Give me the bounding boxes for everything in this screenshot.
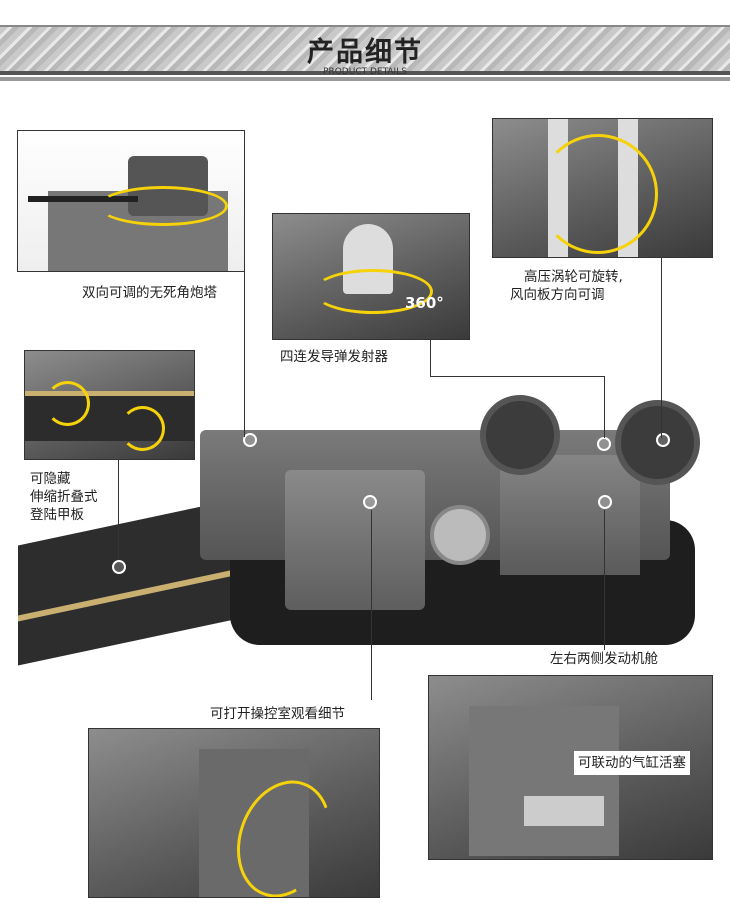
metal-plate-background [0, 25, 730, 81]
rotate-arrow-icon [313, 269, 433, 314]
ramp-label-line3: 登陆甲板 [30, 507, 84, 523]
cockpit-interior [199, 749, 309, 897]
ramp-detail-image [24, 350, 195, 460]
leader-line [604, 510, 605, 650]
hotspot-engine [598, 495, 612, 509]
leader-line [371, 510, 372, 700]
leader-line [244, 272, 245, 437]
rotate-arrow-icon [538, 134, 658, 254]
leader-line [604, 376, 605, 438]
header-banner: 产品细节 PRODUCT DETAILS [0, 0, 730, 95]
turbine-left [480, 395, 560, 475]
leader-line [430, 340, 431, 376]
turret-barrel [28, 196, 138, 202]
page-subtitle: PRODUCT DETAILS [323, 67, 407, 77]
leader-line [661, 258, 662, 438]
turret-label: 双向可调的无死角炮塔 [82, 285, 217, 301]
cable-reel [430, 505, 490, 565]
rotate-arrow-icon [120, 406, 165, 451]
angle-label: 360° [405, 294, 444, 312]
engine-housing [500, 455, 640, 575]
cockpit-detail-image [88, 728, 380, 898]
ramp-label-line2: 伸缩折叠式 [30, 489, 98, 505]
turret-detail-image [17, 130, 245, 272]
hotspot-turret [243, 433, 257, 447]
engine-block [469, 706, 619, 856]
cockpit-label: 可打开操控室观看细节 [210, 706, 345, 722]
engine-detail-image: 可联动的气缸活塞 [428, 675, 713, 860]
missile-label: 四连发导弹发射器 [280, 349, 388, 365]
engine-label: 左右两侧发动机舱 [550, 651, 658, 667]
missile-detail-image: 360° [272, 213, 470, 340]
hotspot-turbine [656, 433, 670, 447]
piston-panel [524, 796, 604, 826]
page-title: 产品细节 [307, 37, 423, 68]
turbine-label-line1: 高压涡轮可旋转, [524, 269, 623, 285]
hotspot-missile [597, 437, 611, 451]
rotate-arrow-icon [45, 381, 90, 426]
leader-line [118, 460, 119, 560]
hotspot-ramp [112, 560, 126, 574]
turbine-label-line2: 风向板方向可调 [510, 287, 605, 303]
piston-label: 可联动的气缸活塞 [574, 751, 690, 775]
rotate-arrow-icon [98, 186, 228, 226]
hotspot-cockpit [363, 495, 377, 509]
turbine-detail-image [492, 118, 713, 258]
cockpit [285, 470, 425, 610]
ramp-label-line1: 可隐藏 [30, 471, 71, 487]
leader-line [430, 376, 604, 377]
